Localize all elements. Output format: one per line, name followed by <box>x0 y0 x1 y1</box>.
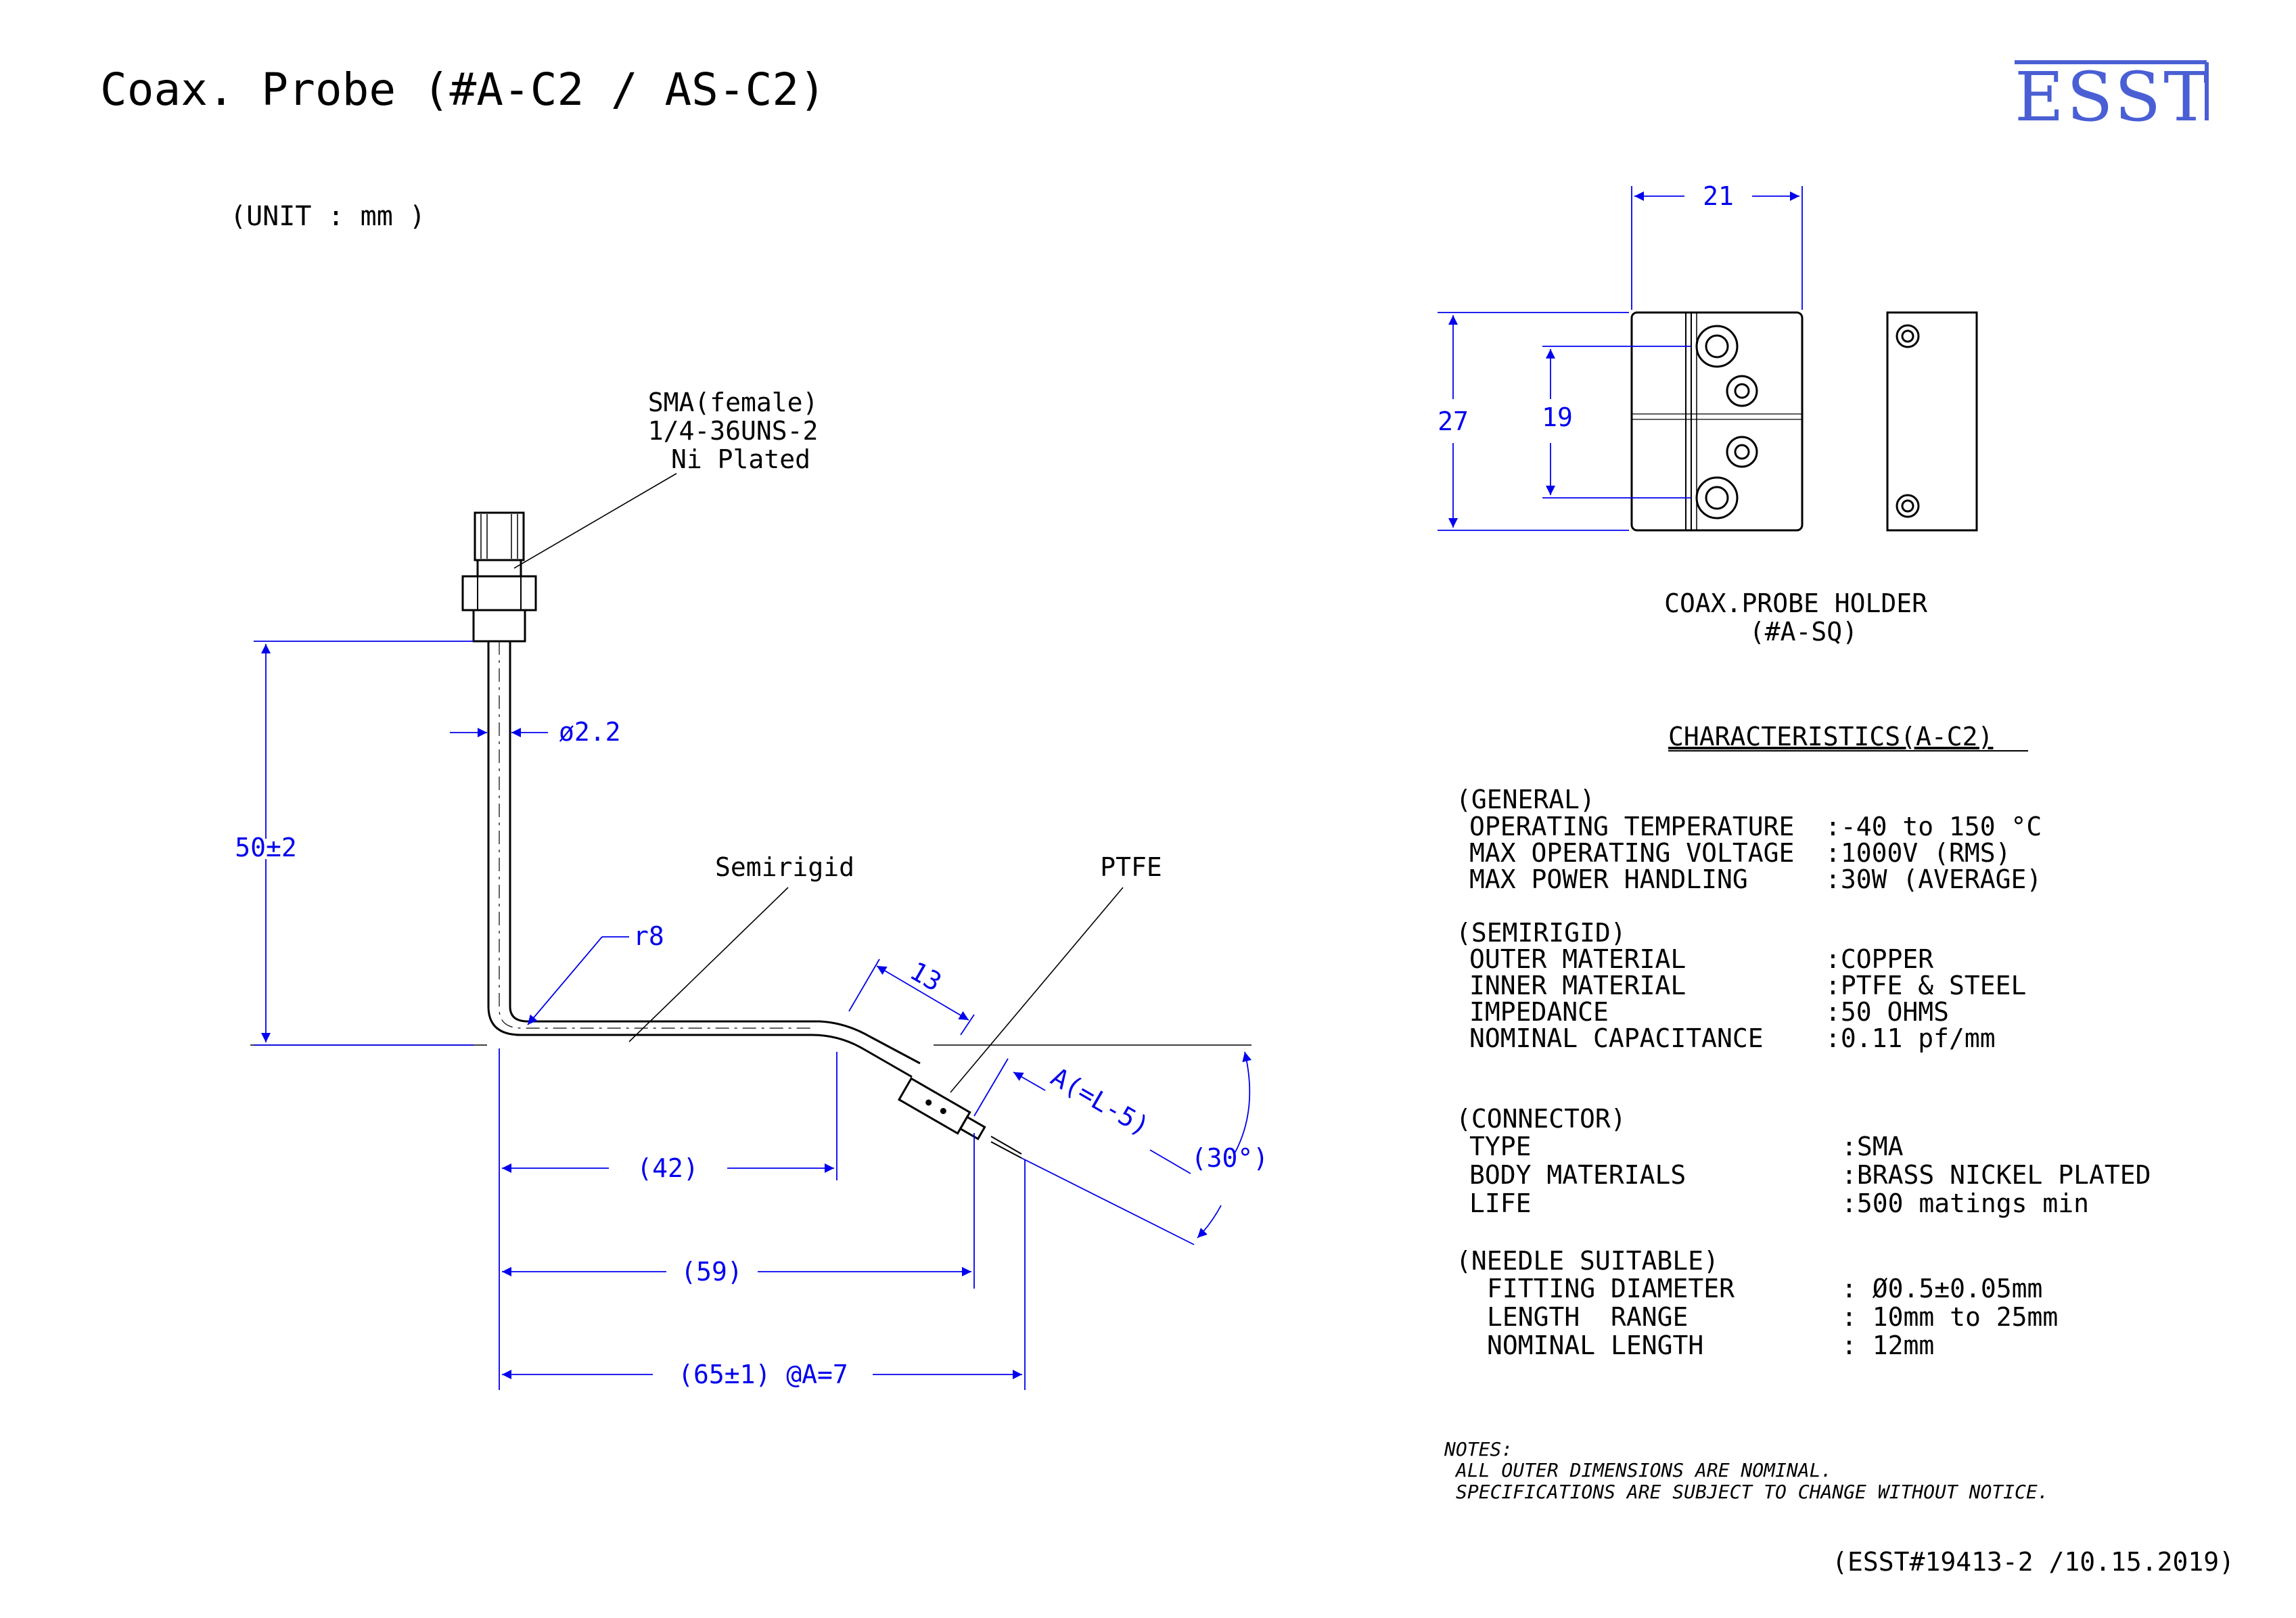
holder-title-text: COAX.PROBE HOLDER <box>1664 588 1927 618</box>
probe-drawing <box>250 511 1252 1159</box>
needle-spec-label: LENGTH RANGE <box>1487 1302 1688 1332</box>
connector-label-3: Ni Plated <box>671 444 810 474</box>
needle <box>990 1136 1022 1155</box>
needle-spec-label: FITTING DIAMETER <box>1487 1274 1735 1303</box>
semirigid-label: Semirigid <box>715 852 854 882</box>
holder-height: 27 <box>1438 407 1469 436</box>
semirigid-label: NOMINAL CAPACITANCE <box>1469 1023 1764 1053</box>
semirigid-heading: (SEMIRIGID) <box>1456 918 1626 948</box>
semirigid-label: INNER MATERIAL <box>1469 971 1686 1000</box>
semirigid-value: :PTFE & STEEL <box>1825 971 2026 1000</box>
connector-label: SMA(female) 1/4-36UNS-2 Ni Plated <box>648 388 834 474</box>
connector-label-2: 1/4-36UNS-2 <box>648 416 819 446</box>
needle-heading: (NEEDLE SUITABLE) <box>1456 1246 1719 1276</box>
general-heading: (GENERAL) <box>1456 785 1595 814</box>
general-value: :30W (AVERAGE) <box>1825 864 2042 894</box>
general-values: :-40 to 150 °C :1000V (RMS) :30W (AVERAG… <box>1825 812 2057 894</box>
ptfe-body <box>897 1077 986 1140</box>
needle-labels: FITTING DIAMETER LENGTH RANGE NOMINAL LE… <box>1487 1274 1735 1360</box>
esst-logo: ESST <box>2015 57 2211 137</box>
holder-pitch: 19 <box>1542 402 1573 432</box>
general-value: :1000V (RMS) <box>1825 838 2011 868</box>
needle-spec-label: NOMINAL LENGTH <box>1487 1331 1703 1360</box>
note-line: ALL OUTER DIMENSIONS ARE NOMINAL. <box>1454 1459 1832 1481</box>
semirigid-labels: OUTER MATERIAL INNER MATERIAL IMPEDANCE … <box>1469 944 1764 1053</box>
holder-front-view <box>1630 311 1804 532</box>
probe-dimensions <box>254 641 1252 1390</box>
document-reference: (ESST#19413-2 /10.15.2019) <box>1832 1547 2234 1577</box>
general-label: MAX OPERATING VOLTAGE <box>1469 838 1794 868</box>
dim-59: (59) <box>681 1257 743 1287</box>
holder-part-text: (#A-SQ) <box>1749 617 1858 647</box>
note-line: SPECIFICATIONS ARE SUBJECT TO CHANGE WIT… <box>1456 1481 2049 1503</box>
notes: NOTES: ALL OUTER DIMENSIONS ARE NOMINAL.… <box>1444 1438 2049 1503</box>
semirigid-value: :COPPER <box>1825 944 1933 974</box>
dim-radius: r8 <box>633 921 664 951</box>
general-labels: OPERATING TEMPERATURE MAX OPERATING VOLT… <box>1469 812 1810 894</box>
connector-spec-value: :BRASS NICKEL PLATED <box>1841 1160 2151 1190</box>
notes-heading: NOTES: <box>1444 1438 1513 1460</box>
needle-values: : Ø0.5±0.05mm : 10mm to 25mm : 12mm <box>1841 1274 2058 1360</box>
holder-title: COAX.PROBE HOLDER (#A-SQ) <box>1664 588 1943 647</box>
unit-note: (UNIT : mm ) <box>230 201 426 232</box>
semirigid-value: :50 OHMS <box>1825 997 1949 1027</box>
connector-label-1: SMA(female) <box>648 388 819 417</box>
sma-connector <box>461 511 537 643</box>
page-title: Coax. Probe (#A-C2 / AS-C2) <box>100 64 826 116</box>
characteristics-title: CHARACTERISTICS(A-C2) <box>1668 722 1993 752</box>
dim-diameter: ø2.2 <box>559 717 621 747</box>
semirigid-value: :0.11 pf/mm <box>1825 1023 1996 1053</box>
holder-dimensions <box>1438 186 1803 531</box>
dim-angle: (30°) <box>1191 1143 1268 1173</box>
connector-spec-label: LIFE <box>1469 1188 1532 1218</box>
semirigid-label: IMPEDANCE <box>1469 997 1609 1027</box>
notes-lines: ALL OUTER DIMENSIONS ARE NOMINAL. SPECIF… <box>1454 1459 2049 1503</box>
logo-text: ESST <box>2015 57 2211 137</box>
semirigid-label: OUTER MATERIAL <box>1469 944 1686 974</box>
characteristics-table: CHARACTERISTICS(A-C2) (GENERAL) OPERATIN… <box>1456 722 2166 1360</box>
connector-spec-value: :SMA <box>1841 1132 1904 1161</box>
holder-side-view <box>1886 311 1978 532</box>
probe-dim-text: 50±2 ø2.2 r8 (42) (59) (65±1) @A=7 13 A(… <box>235 717 1268 1389</box>
needle-spec-value: : Ø0.5±0.05mm <box>1841 1274 2042 1303</box>
general-label: OPERATING TEMPERATURE <box>1469 812 1794 841</box>
needle-spec-value: : 12mm <box>1841 1331 1934 1360</box>
general-value: :-40 to 150 °C <box>1825 812 2042 841</box>
semirigid-cable <box>487 641 913 1078</box>
dim-42: (42) <box>637 1153 699 1183</box>
dim-needle: A(=L-5) <box>1046 1062 1155 1142</box>
connector-spec-label: BODY MATERIALS <box>1469 1160 1686 1190</box>
connector-spec-value: :500 matings min <box>1841 1188 2089 1218</box>
connector-heading: (CONNECTOR) <box>1456 1104 1626 1134</box>
general-label: MAX POWER HANDLING <box>1469 864 1748 894</box>
dim-height: 50±2 <box>235 833 297 862</box>
needle-spec-value: : 10mm to 25mm <box>1841 1302 2058 1332</box>
dim-13: 13 <box>905 956 947 997</box>
connector-labels: TYPE BODY MATERIALS LIFE <box>1469 1132 1701 1218</box>
semirigid-values: :COPPER :PTFE & STEEL :50 OHMS :0.11 pf/… <box>1825 944 2042 1053</box>
connector-spec-label: TYPE <box>1469 1132 1532 1161</box>
dim-65: (65±1) @A=7 <box>678 1360 848 1389</box>
holder-width: 21 <box>1703 181 1734 211</box>
ptfe-label: PTFE <box>1100 852 1162 882</box>
connector-values: :SMA :BRASS NICKEL PLATED :500 matings m… <box>1841 1132 2166 1218</box>
